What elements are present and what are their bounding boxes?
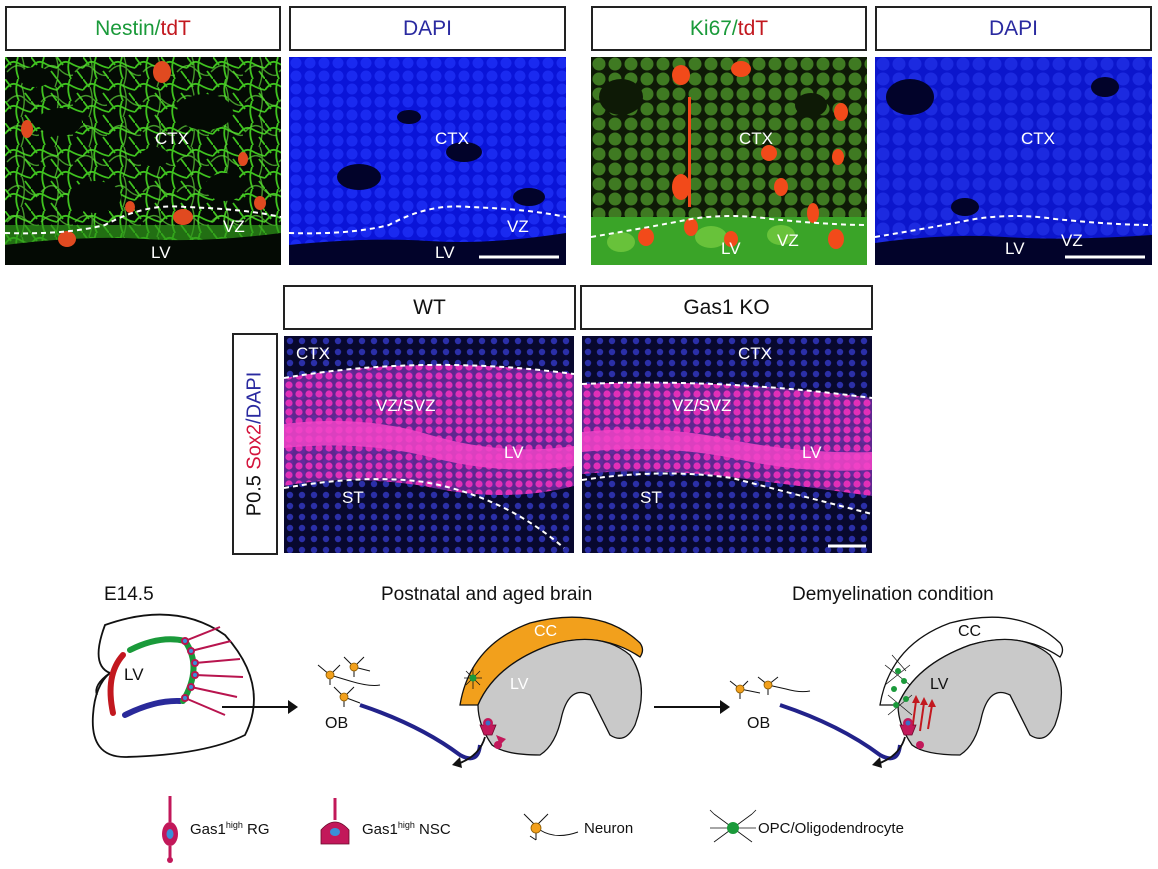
panel1-ctx-label: CTX [155, 129, 189, 148]
wt-header: WT [283, 285, 576, 330]
row-label-dapi: /DAPI [243, 371, 266, 424]
panel3-title-sep: / [731, 16, 738, 40]
postnatal-cc-label: CC [534, 623, 558, 640]
e145-title: E14.5 [104, 584, 154, 605]
panel2-lv-label: LV [435, 243, 455, 262]
panel3-title-ki67: Ki67 [689, 16, 732, 40]
nsc-icon [320, 798, 350, 845]
demyel-brain-diagram [729, 616, 1064, 768]
dapi-texture [289, 57, 566, 265]
panel2-title: DAPI [402, 16, 452, 40]
panel3-image: CTX VZ LV [591, 57, 867, 265]
postnatal-title: Postnatal and aged brain [381, 584, 593, 605]
opc-legend: OPC/Oligodendrocyte [758, 820, 904, 837]
panel1-header: Nestin/tdT [5, 6, 281, 51]
nsc-legend-sup: high [397, 820, 415, 830]
nsc-legend-a: Gas1 [362, 821, 398, 838]
ko-texture [582, 336, 872, 553]
panel3-title-tdt: tdT [737, 16, 769, 40]
rg-legend-b: RG [242, 821, 270, 838]
panel2-vz-label: VZ [507, 217, 529, 236]
opc-icon [709, 809, 757, 843]
rg-icon [162, 796, 178, 863]
wt-lv-label: LV [504, 443, 524, 462]
e145-lv-label: LV [124, 665, 144, 684]
neuron-icon [523, 813, 579, 841]
wt-st-label: ST [342, 488, 364, 507]
panel4-header: DAPI [875, 6, 1152, 51]
panel2-header: DAPI [289, 6, 566, 51]
demyel-cc-label: CC [958, 623, 982, 640]
demyel-lv-label: LV [930, 676, 949, 693]
panel1-title-tdt: tdT [160, 16, 191, 40]
panel3-header: Ki67/tdT [591, 6, 867, 51]
e145-brain-diagram [91, 613, 255, 758]
panel4-vz-label: VZ [1061, 231, 1083, 250]
ko-lv-label: LV [802, 443, 822, 462]
postnatal-brain-diagram [317, 616, 644, 768]
panel1-title-sep: / [154, 16, 161, 40]
nsc-legend-b: NSC [414, 821, 451, 838]
row-label: P0.5 Sox2/DAPI [244, 372, 267, 517]
panel1-lv-label: LV [151, 243, 171, 262]
nestin-fibers [5, 57, 281, 265]
panel4-lv-label: LV [1005, 239, 1025, 258]
rg-legend: Gas1high RG [190, 820, 270, 838]
row-label-box: P0.5 Sox2/DAPI [232, 333, 278, 555]
wt-image: CTX VZ/SVZ LV ST [284, 336, 574, 553]
panel3-ctx-label: CTX [739, 129, 773, 148]
panel2-ctx-label: CTX [435, 129, 469, 148]
nsc-legend: Gas1high NSC [362, 820, 451, 838]
demyel-title: Demyelination condition [792, 584, 994, 605]
postnatal-lv-label: LV [510, 676, 529, 693]
row-label-sox2: Sox2 [243, 423, 266, 470]
ko-ctx-label: CTX [738, 344, 772, 363]
neuron-legend: Neuron [584, 820, 634, 837]
wt-ctx-label: CTX [296, 344, 330, 363]
ko-title: Gas1 KO [683, 295, 770, 319]
panel1-vz-label: VZ [223, 217, 245, 236]
demyel-ob-label: OB [747, 715, 771, 732]
wt-vzsvz-label: VZ/SVZ [376, 396, 436, 415]
panel1-title-nestin: Nestin [95, 16, 155, 40]
ki67-texture [591, 57, 867, 265]
panel1-image: CTX VZ LV [5, 57, 281, 265]
rg-legend-a: Gas1 [190, 821, 226, 838]
panel3-vz-label: VZ [777, 231, 799, 250]
arrow-right-icon-2 [654, 700, 730, 714]
panel4-image: CTX VZ LV [875, 57, 1152, 265]
ko-vzsvz-label: VZ/SVZ [672, 396, 732, 415]
ko-image: CTX VZ/SVZ LV ST [582, 336, 872, 553]
row-label-age: P0.5 [243, 469, 266, 517]
ko-header: Gas1 KO [580, 285, 873, 330]
rg-legend-sup: high [225, 820, 243, 830]
panel4-title: DAPI [988, 16, 1038, 40]
dapi-texture-2 [875, 57, 1152, 265]
ko-st-label: ST [640, 488, 662, 507]
panel4-ctx-label: CTX [1021, 129, 1055, 148]
postnatal-ob-label: OB [325, 715, 349, 732]
panel2-image: CTX VZ LV [289, 57, 566, 265]
wt-title: WT [413, 295, 446, 319]
arrow-right-icon [222, 700, 298, 714]
panel3-lv-label: LV [721, 239, 741, 258]
wt-texture [284, 336, 574, 553]
